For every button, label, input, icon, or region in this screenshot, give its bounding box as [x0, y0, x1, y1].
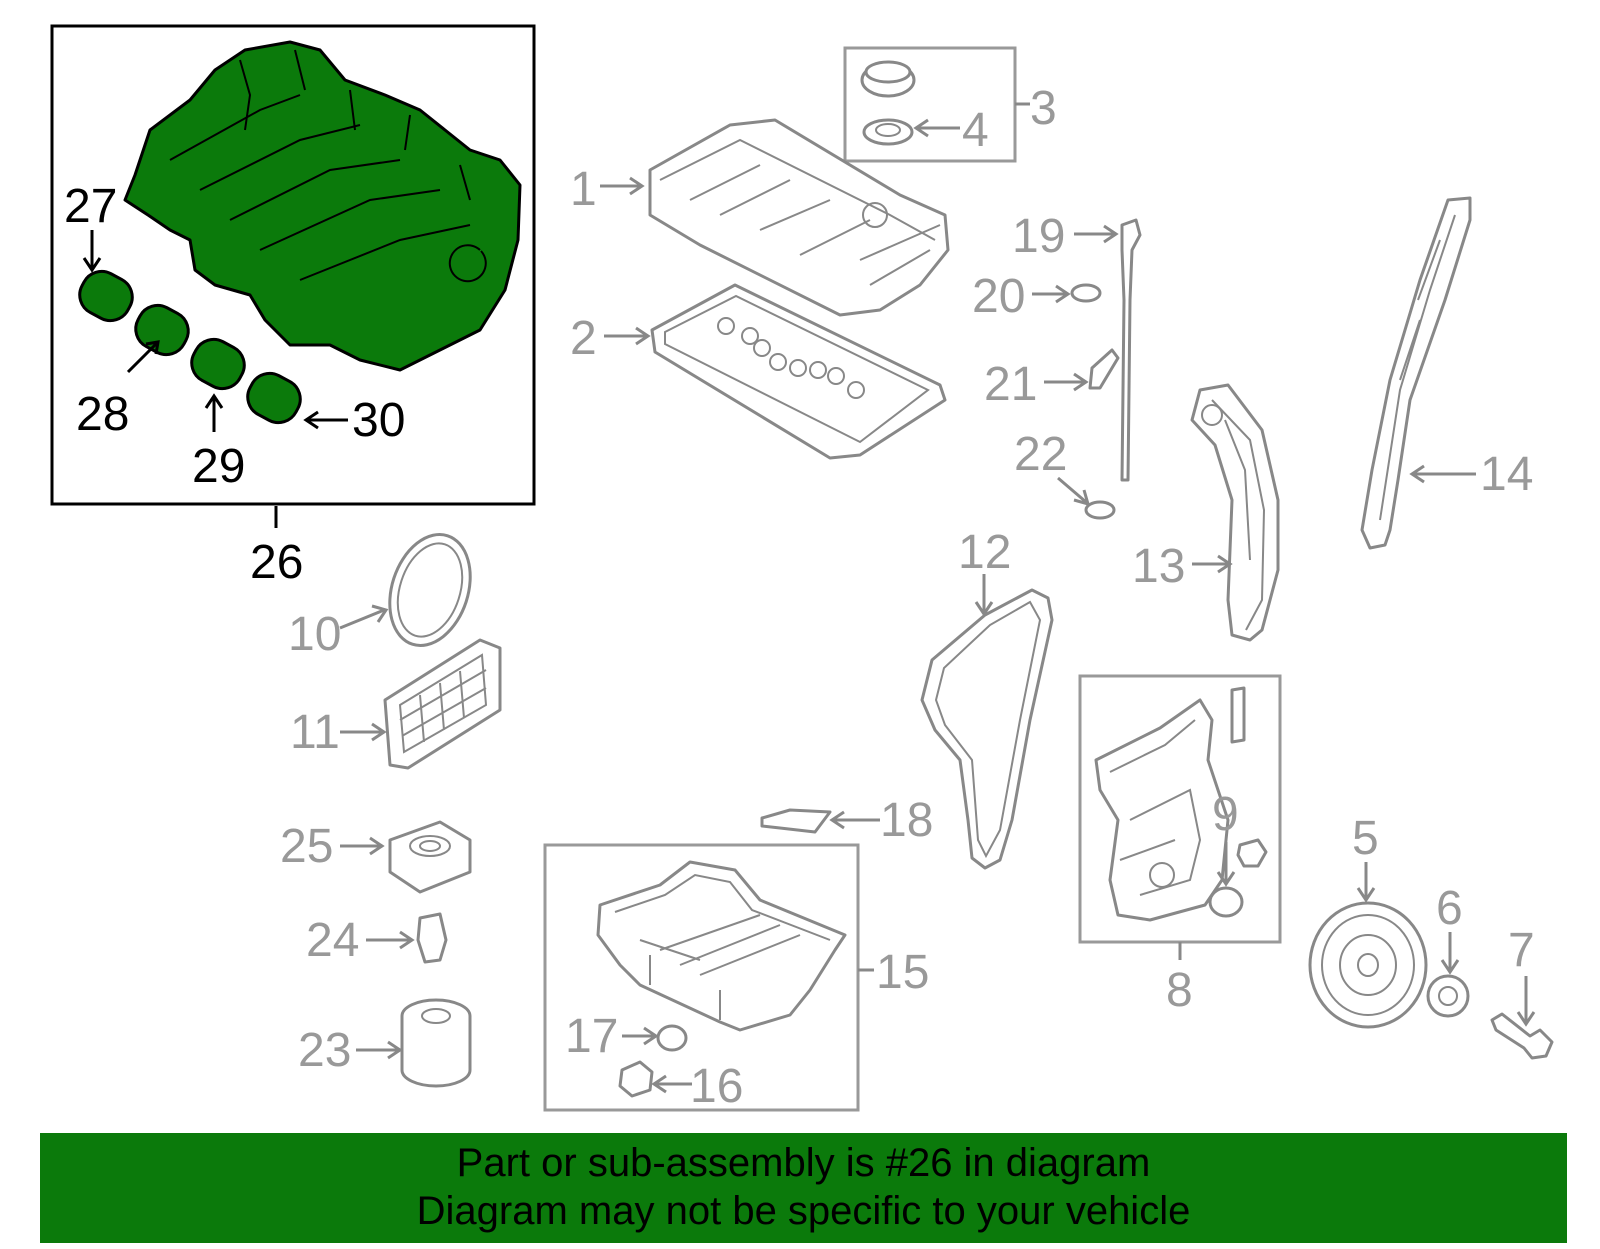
- dowel-part: [1230, 686, 1246, 744]
- callout-29: 29: [192, 440, 245, 493]
- gasket-28[interactable]: [129, 298, 196, 361]
- cap-seal-part[interactable]: [862, 118, 914, 146]
- arrow-21: [1044, 372, 1089, 392]
- callout-16: 16: [690, 1060, 743, 1113]
- timing-chain-part[interactable]: [920, 588, 1054, 870]
- callout-11: 11: [290, 706, 340, 759]
- dipstick-tube-bracket-part[interactable]: [1088, 348, 1120, 390]
- arrow-11: [340, 722, 387, 742]
- callout-19: 19: [1012, 210, 1065, 263]
- arrow-30: [303, 410, 348, 430]
- arrow-27: [82, 230, 102, 273]
- arrow-18: [829, 810, 880, 830]
- arrow-29: [204, 393, 224, 432]
- timing-tensioner-arm-13-part[interactable]: [1190, 383, 1280, 642]
- banner-line-2: Diagram may not be specific to your vehi…: [416, 1189, 1191, 1233]
- callout-5: 5: [1352, 812, 1379, 865]
- arrow-9: [1216, 842, 1236, 887]
- valve-cover-gasket-part[interactable]: [650, 283, 947, 460]
- box-15: [543, 843, 860, 1112]
- callout-4: 4: [962, 104, 989, 157]
- drain-seal-17-part[interactable]: [656, 1024, 688, 1052]
- arrow-22: [1057, 476, 1091, 507]
- banner-line-1: Part or sub-assembly is #26 in diagram: [456, 1141, 1151, 1185]
- callout-18: 18: [880, 794, 933, 847]
- callout-2: 2: [570, 312, 597, 365]
- arrow-7: [1516, 976, 1536, 1027]
- callout-6: 6: [1436, 882, 1463, 935]
- highlight-box: [50, 24, 536, 506]
- arrow-24: [366, 930, 415, 950]
- callout-25: 25: [280, 820, 333, 873]
- arrow-28: [126, 340, 160, 374]
- callout-28: 28: [76, 388, 129, 441]
- callout-22: 22: [1014, 428, 1067, 481]
- arrow-6: [1440, 932, 1460, 975]
- washer-6-part[interactable]: [1426, 974, 1470, 1018]
- arrow-17: [622, 1026, 659, 1046]
- arrow-1: [600, 176, 645, 196]
- crank-bolt-7-part[interactable]: [1490, 1012, 1554, 1060]
- oil-pressure-sensor-24-part[interactable]: [416, 912, 448, 964]
- oil-pan-part[interactable]: [596, 860, 847, 1032]
- callout-14: 14: [1480, 448, 1533, 501]
- intake-manifold-part[interactable]: [123, 40, 522, 372]
- manifold-runner-lines: [169, 94, 471, 281]
- callout-23: 23: [298, 1024, 351, 1077]
- arrow-12: [974, 574, 994, 617]
- callout-27: 27: [64, 180, 117, 233]
- callout-20: 20: [972, 270, 1025, 323]
- pcv-part-18[interactable]: [760, 808, 832, 834]
- seal-10-part[interactable]: [376, 524, 484, 656]
- callout-12: 12: [958, 526, 1011, 579]
- callout-15: 15: [876, 946, 929, 999]
- o-ring-22-part[interactable]: [1084, 500, 1116, 520]
- intake-manifold-group[interactable]: 27 28 29 30 26: [50, 24, 536, 589]
- gasket-30[interactable]: [241, 366, 308, 429]
- seal-9-part[interactable]: [1208, 886, 1244, 918]
- arrow-25: [340, 836, 385, 856]
- timing-guide-14-part[interactable]: [1360, 196, 1472, 550]
- arrow-16: [651, 1074, 692, 1094]
- gasket-29[interactable]: [185, 332, 252, 395]
- callout-13: 13: [1132, 540, 1185, 593]
- arrow-2: [604, 326, 651, 346]
- arrow-23: [356, 1040, 403, 1060]
- valve-cover-part[interactable]: [648, 118, 950, 317]
- drain-plug-16-part[interactable]: [618, 1060, 654, 1098]
- callout-21: 21: [984, 358, 1037, 411]
- arrow-10: [339, 604, 389, 630]
- callout-3: 3: [1030, 82, 1057, 135]
- callout-30: 30: [352, 394, 405, 447]
- manifold-detail-lines: [239, 49, 487, 283]
- callout-10: 10: [288, 608, 341, 661]
- arrow-4: [913, 118, 960, 138]
- callout-8: 8: [1166, 964, 1193, 1017]
- callout-17: 17: [565, 1010, 618, 1063]
- callout-24: 24: [306, 914, 359, 967]
- arrow-14: [1409, 464, 1476, 484]
- arrow-5: [1356, 862, 1376, 903]
- callout-26: 26: [250, 536, 303, 589]
- arrow-20: [1032, 284, 1071, 304]
- info-banner: Part or sub-assembly is #26 in diagram D…: [40, 1133, 1567, 1243]
- callout-9: 9: [1212, 788, 1239, 841]
- dipstick-part[interactable]: [1120, 218, 1142, 482]
- callout-7: 7: [1508, 924, 1535, 977]
- crank-pulley-part[interactable]: [1308, 901, 1428, 1029]
- arrow-19: [1074, 224, 1119, 244]
- callout-1: 1: [570, 163, 597, 216]
- bolt-9-part[interactable]: [1236, 838, 1268, 868]
- arrow-13: [1192, 554, 1233, 574]
- gasket-27[interactable]: [73, 264, 140, 327]
- o-ring-20-part[interactable]: [1070, 283, 1102, 303]
